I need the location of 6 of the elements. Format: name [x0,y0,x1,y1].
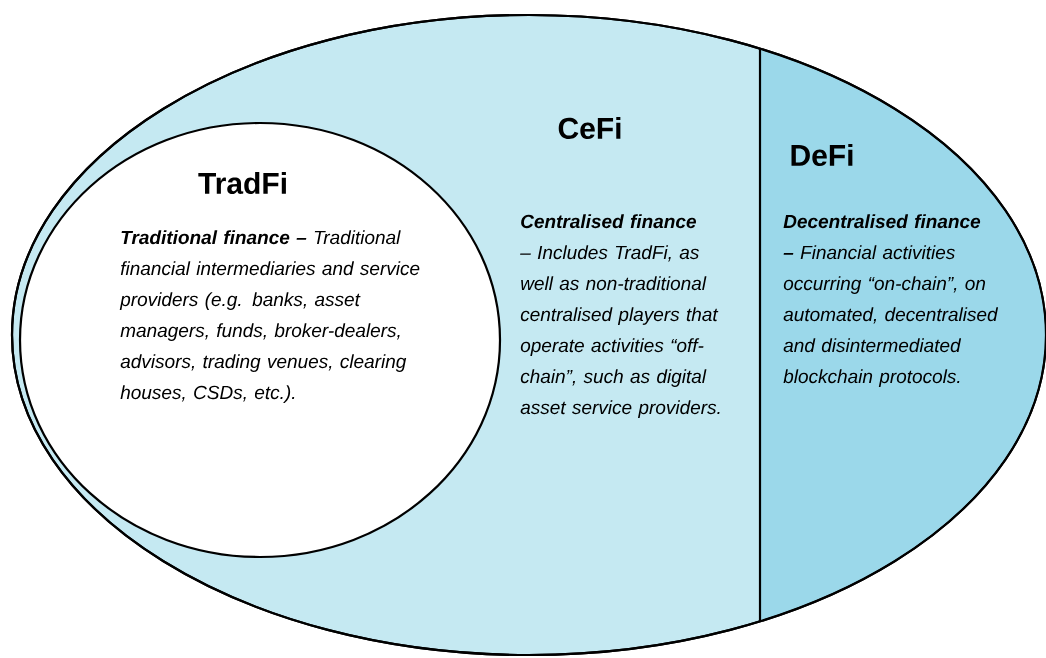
title: DeFi [791,144,853,166]
title: CeFi [558,117,621,139]
title: TradFi [198,172,286,194]
description: Centralised finance – Includes TradFi, as well as non-traditional centralised players that operate activities “off-chain”, such as digital asset service providers. [520,214,720,418]
description: Decentralised finance – Financial activities occurring “on-chain”, on automated, decentralised and disintermediated blockchain protocols. [783,214,999,387]
description: Traditional finance – Traditional financial intermediaries and service providers (e.g. banks, asset managers, funds, broker-dealers, advisors, trading venues, clearing houses, CSDs, etc.). [119,230,420,403]
